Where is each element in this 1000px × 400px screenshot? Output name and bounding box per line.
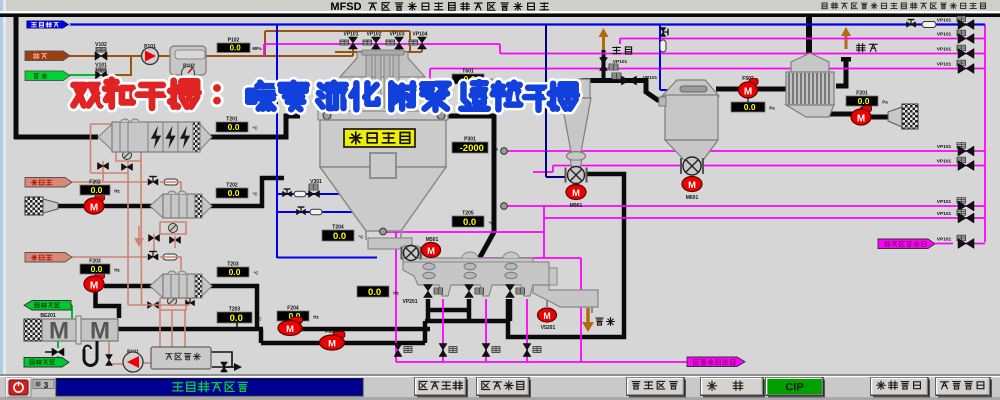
svg-text:T205: T205 [462, 211, 474, 217]
svg-text:M601: M601 [686, 195, 699, 201]
svg-text:T203: T203 [227, 262, 239, 268]
svg-text:CIP: CIP [785, 382, 803, 394]
svg-text:VP101: VP101 [937, 32, 952, 38]
svg-text:Hz: Hz [114, 189, 120, 194]
svg-text:Pa: Pa [769, 106, 775, 111]
svg-text:VP103: VP103 [389, 32, 404, 38]
svg-text:M901: M901 [570, 203, 583, 209]
svg-text:VP101: VP101 [937, 211, 952, 217]
svg-text:M: M [49, 318, 69, 345]
svg-text:0.0: 0.0 [228, 122, 240, 132]
svg-text:°C: °C [488, 221, 494, 226]
svg-text:M: M [688, 180, 696, 190]
svg-text:M: M [427, 246, 435, 256]
svg-text:F502: F502 [742, 76, 754, 82]
svg-text:0.0: 0.0 [463, 217, 476, 228]
svg-text:VP201: VP201 [402, 299, 417, 305]
svg-text:0.0: 0.0 [744, 102, 756, 112]
svg-text:°C: °C [252, 126, 258, 131]
svg-text:0.0: 0.0 [91, 185, 103, 195]
svg-text:M: M [744, 86, 752, 97]
svg-text:°C: °C [253, 271, 259, 276]
svg-text:T203: T203 [229, 307, 241, 313]
svg-text:0.0: 0.0 [368, 287, 381, 298]
svg-text:VP104: VP104 [412, 32, 427, 38]
svg-text:F204: F204 [287, 306, 299, 312]
svg-text:M: M [90, 202, 98, 213]
svg-text:F201: F201 [856, 91, 868, 97]
svg-text:F601: F601 [325, 329, 337, 335]
svg-text:Pa: Pa [492, 147, 498, 152]
svg-text:M: M [857, 113, 865, 124]
svg-text:BE201: BE201 [40, 313, 56, 319]
svg-text:-2000: -2000 [460, 143, 484, 154]
svg-text:0.0: 0.0 [229, 267, 241, 277]
svg-text:M501: M501 [426, 237, 439, 243]
svg-text:VP101: VP101 [613, 59, 628, 65]
svg-text:VP101: VP101 [937, 144, 952, 150]
svg-text:M: M [328, 339, 336, 349]
svg-text:VP101: VP101 [937, 199, 952, 205]
svg-text:MFSD: MFSD [330, 1, 361, 13]
svg-text:T601: T601 [462, 69, 474, 75]
svg-text:°C: °C [252, 192, 258, 197]
svg-text:°C: °C [256, 317, 262, 322]
svg-text:V102: V102 [95, 42, 107, 48]
svg-text:Pa: Pa [882, 100, 888, 105]
svg-text:V301: V301 [310, 179, 322, 185]
svg-text:0.0: 0.0 [91, 264, 103, 274]
svg-text:T202: T202 [226, 183, 238, 189]
svg-text:Hz: Hz [313, 315, 319, 320]
svg-text:M: M [90, 318, 110, 345]
svg-text:VP101: VP101 [643, 75, 658, 81]
svg-text:M: M [572, 188, 580, 198]
svg-text:M: M [543, 311, 550, 321]
svg-text:Hz: Hz [114, 268, 120, 273]
svg-text:M: M [90, 280, 98, 291]
svg-text:VP101: VP101 [343, 32, 358, 38]
svg-text:Hz: Hz [393, 291, 399, 296]
svg-text:0.0: 0.0 [230, 313, 243, 324]
svg-text:3: 3 [44, 381, 49, 390]
svg-text:°C: °C [488, 78, 494, 83]
svg-text:F202: F202 [89, 180, 101, 186]
svg-text:°C: °C [358, 235, 364, 240]
svg-text:0.0: 0.0 [228, 188, 240, 198]
svg-text:V5201: V5201 [541, 325, 556, 331]
svg-text:0.0: 0.0 [289, 311, 301, 321]
svg-text:T204: T204 [332, 225, 344, 231]
svg-text:0.0: 0.0 [858, 96, 870, 106]
svg-text:VP101: VP101 [937, 47, 952, 53]
svg-text:M: M [286, 324, 294, 334]
svg-text:F203: F203 [89, 259, 101, 265]
svg-text:VP101: VP101 [937, 237, 952, 243]
svg-text:V101: V101 [95, 63, 107, 69]
svg-text:VP101: VP101 [937, 159, 952, 165]
svg-text:T201: T201 [226, 117, 238, 123]
svg-text:P301: P301 [464, 137, 476, 143]
svg-text:MPa: MPa [252, 46, 262, 51]
svg-text:VP101: VP101 [937, 62, 952, 68]
svg-text:0.0: 0.0 [230, 43, 242, 52]
svg-text:0.0: 0.0 [333, 231, 346, 242]
svg-text:P102: P102 [228, 38, 240, 44]
svg-text:VP101: VP101 [937, 18, 952, 24]
svg-text:VP102: VP102 [366, 32, 381, 38]
